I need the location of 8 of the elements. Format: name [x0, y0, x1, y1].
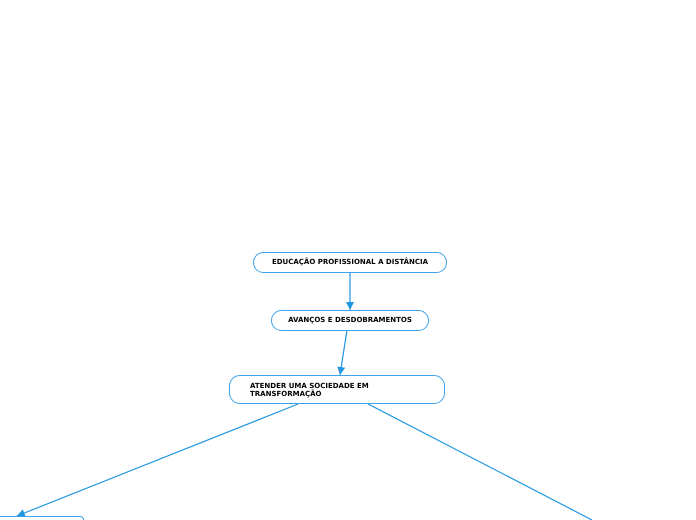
arrow [337, 330, 348, 376]
topic-box [253, 252, 447, 273]
arrow [346, 273, 354, 310]
topic-box [271, 310, 429, 331]
connector-line [368, 403, 592, 520]
empty-topic-box [0, 516, 84, 520]
arrow [16, 403, 298, 517]
topic-box [229, 375, 445, 404]
